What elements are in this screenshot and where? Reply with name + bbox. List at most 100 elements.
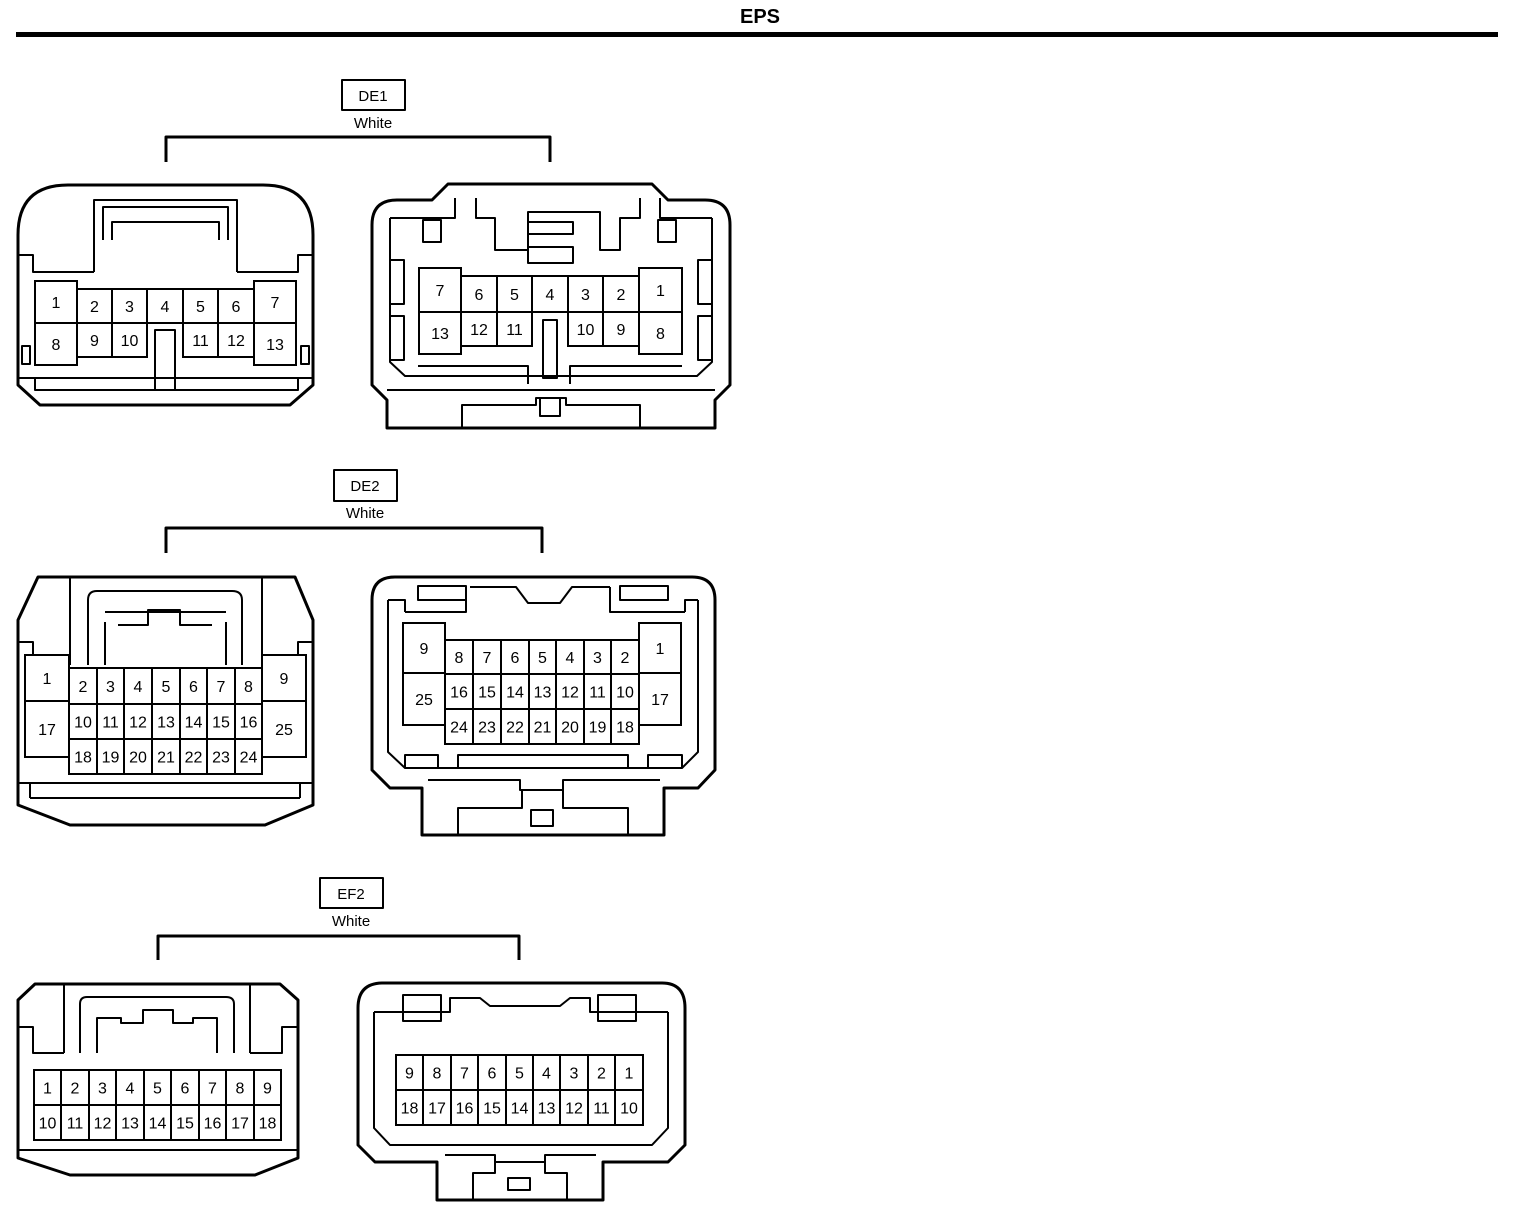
- ef2-right-pin-number: 3: [570, 1066, 579, 1083]
- de2-right-pin-number: 14: [506, 685, 524, 702]
- de1-right-pin-number: 10: [577, 322, 595, 339]
- de2-right-pin-number: 3: [593, 650, 602, 667]
- de2-name: DE2: [350, 478, 379, 495]
- de2-left-housing: [16, 575, 315, 827]
- ef2-right-housing: [356, 981, 687, 1202]
- ef2-right-pin-number: 11: [593, 1101, 610, 1118]
- de2-left-pin-number: 14: [185, 715, 203, 732]
- ef2-right-pin-number: 15: [483, 1101, 501, 1118]
- de2-right-pin-number: 6: [511, 650, 520, 667]
- ef2-left-pin-number: 7: [208, 1081, 217, 1098]
- de1-right-pin-number: 2: [617, 287, 626, 304]
- ef2-left-pin-number: 1: [43, 1081, 52, 1098]
- ef2-left-pin-number: 9: [263, 1081, 272, 1098]
- de1-left-housing: [16, 183, 315, 407]
- de2-left-pin-number: 18: [74, 750, 92, 767]
- ef2-right-pin-cell: [614, 1089, 644, 1126]
- de2-right-pin-number: 22: [506, 720, 524, 737]
- ef2-left-pin-number: 12: [94, 1116, 112, 1133]
- de2-right-pin-number: 13: [534, 685, 552, 702]
- de1-left-pin-number: 12: [227, 333, 245, 350]
- de2-right-pin-number: 15: [478, 685, 496, 702]
- de2-left-pin-number: 15: [212, 715, 230, 732]
- ef2-color: White: [332, 913, 370, 930]
- page-title: EPS: [739, 6, 781, 28]
- de2-left-pin-number: 9: [280, 671, 289, 688]
- ef2-left-pin-number: 4: [126, 1081, 135, 1098]
- de2-left-pin-number: 10: [74, 715, 92, 732]
- ef2-right-pin-number: 1: [625, 1066, 634, 1083]
- ef2-left-pin-number: 10: [39, 1116, 57, 1133]
- de1-left-pin-number: 10: [121, 333, 139, 350]
- de2-left-pin-number: 19: [102, 750, 120, 767]
- de1-right-pin-number: 5: [510, 287, 519, 304]
- de2-left-pin-cell: [234, 738, 263, 775]
- ef2-right-pin-number: 4: [542, 1066, 551, 1083]
- ef2-left-pin-number: 5: [153, 1081, 162, 1098]
- de2-left-pin-number: 24: [240, 750, 258, 767]
- ef2-left-housing: [16, 982, 300, 1177]
- de2-right-pin-number: 23: [478, 720, 496, 737]
- de2-right-pin-cell: [638, 672, 682, 726]
- de1-left-pin-number: 7: [271, 295, 280, 312]
- de2-right-housing: [370, 575, 717, 837]
- de2-color: White: [346, 505, 384, 522]
- ef2-right-pin-number: 14: [511, 1101, 529, 1118]
- de1-left-pin-number: 3: [125, 299, 134, 316]
- de1-right-pin-cell: [496, 311, 533, 347]
- ef2-right-pin-number: 9: [405, 1066, 414, 1083]
- de2-left-pin-number: 6: [189, 679, 198, 696]
- de2-left-pin-number: 2: [79, 679, 88, 696]
- title-rule: [16, 32, 1498, 37]
- de2-left-pin-number: 20: [129, 750, 147, 767]
- de2-right-pin-number: 21: [534, 720, 552, 737]
- de1-right-pin-number: 1: [656, 283, 665, 300]
- de1-right-pin-cell: [638, 311, 683, 355]
- de2-right-pin-number: 8: [455, 650, 464, 667]
- de1-right-pin-number: 6: [475, 287, 484, 304]
- de2-left-pin-number: 17: [38, 722, 56, 739]
- de1-color: White: [354, 115, 392, 132]
- de1-left-pin-cell: [253, 322, 297, 366]
- ef2-label-box: [319, 877, 384, 909]
- ef2-left-pin-number: 13: [121, 1116, 139, 1133]
- de2-left-pin-number: 5: [162, 679, 171, 696]
- de2-right-pin-number: 20: [561, 720, 579, 737]
- de1-right-pin-number: 3: [581, 287, 590, 304]
- de2-left-pin-number: 21: [157, 750, 175, 767]
- de1-right-pin-number: 8: [656, 326, 665, 343]
- de1-left-pin-number: 4: [161, 299, 170, 316]
- ef2-left-pin-number: 6: [181, 1081, 190, 1098]
- de2-left-pin-cell: [261, 700, 307, 758]
- de1-bracket: [164, 135, 552, 162]
- ef2-right-pin-number: 2: [597, 1066, 606, 1083]
- de2-group: [16, 469, 717, 837]
- de2-right-pin-number: 11: [589, 685, 606, 702]
- ef2-left-pin-number: 17: [231, 1116, 249, 1133]
- de1-right-pin-number: 7: [436, 283, 445, 300]
- de2-right-pin-number: 18: [616, 720, 634, 737]
- ef2-left-pin-number: 14: [149, 1116, 167, 1133]
- de2-left-pin-number: 8: [244, 679, 253, 696]
- de2-right-pin-number: 25: [415, 692, 433, 709]
- ef2-name: EF2: [337, 886, 365, 903]
- de1-left-pin-number: 9: [90, 333, 99, 350]
- de2-right-pin-number: 10: [616, 685, 634, 702]
- ef2-right-pin-number: 6: [488, 1066, 497, 1083]
- de2-label-box: [333, 469, 398, 502]
- ef2-left-pin-cell: [253, 1104, 282, 1141]
- ef2-right-pin-number: 17: [428, 1101, 446, 1118]
- de2-right-pin-number: 2: [621, 650, 630, 667]
- ef2-left-pin-number: 2: [71, 1081, 80, 1098]
- de1-name: DE1: [358, 88, 387, 105]
- de1-right-housing: [370, 182, 732, 430]
- de2-left-pin-number: 23: [212, 750, 230, 767]
- ef2-right-pin-number: 7: [460, 1066, 469, 1083]
- ef2-left-pin-number: 3: [98, 1081, 107, 1098]
- de2-right-pin-number: 1: [656, 641, 665, 658]
- ef2-right-pin-number: 18: [401, 1101, 419, 1118]
- de2-left-pin-number: 1: [43, 671, 52, 688]
- de2-left-pin-number: 16: [240, 715, 258, 732]
- ef2-right-pin-number: 12: [565, 1101, 583, 1118]
